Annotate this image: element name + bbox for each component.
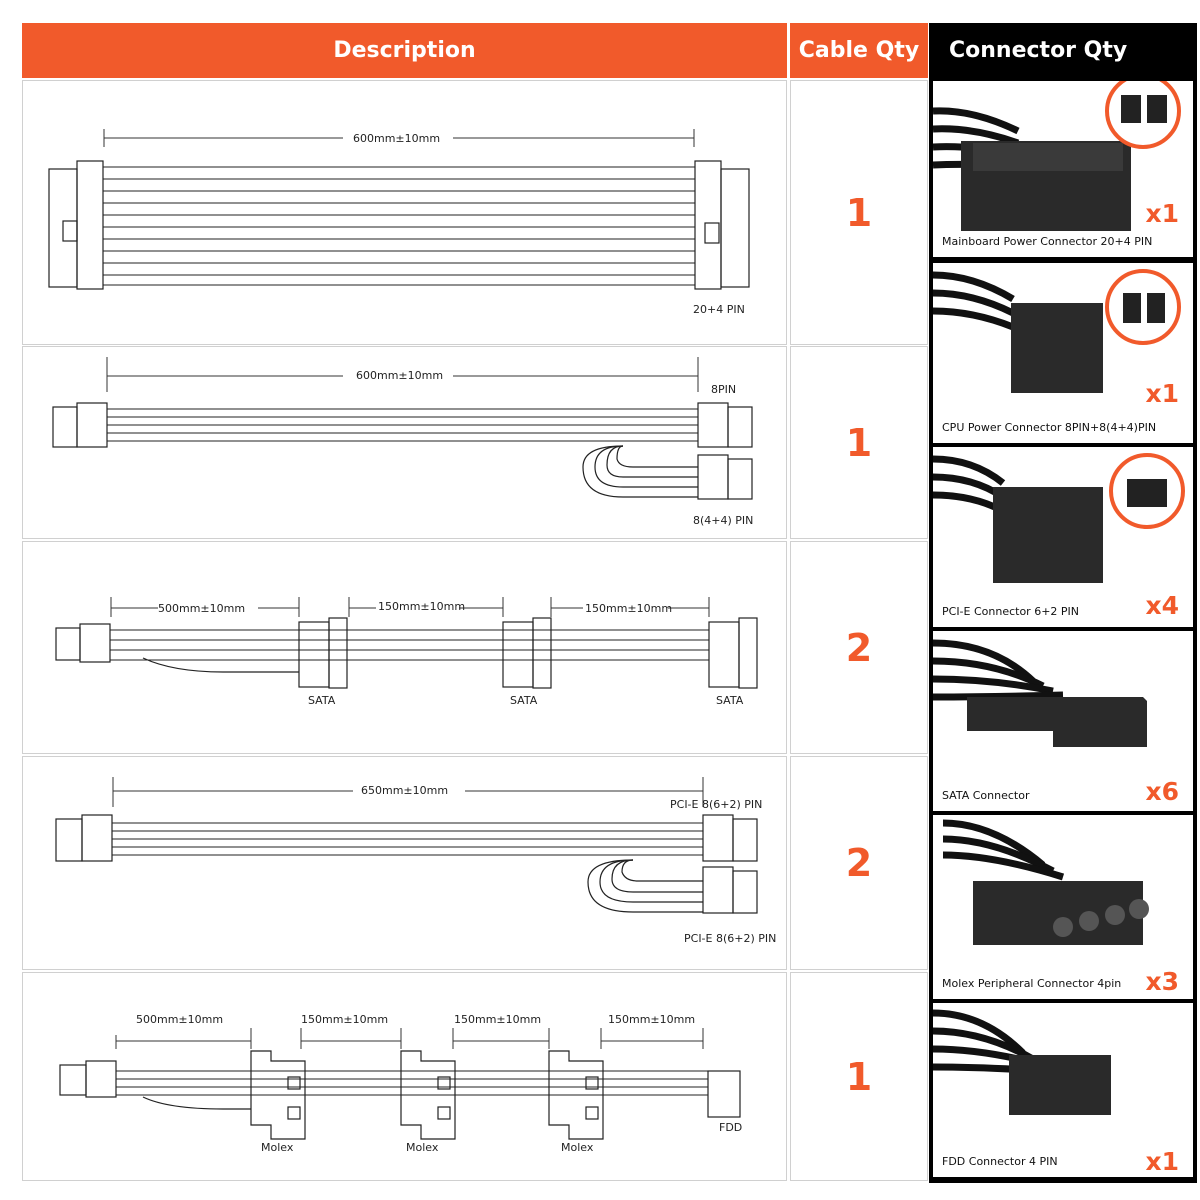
connector-name: CPU Power Connector 8PIN+8(4+4)PIN bbox=[942, 421, 1157, 434]
connector-name: Molex Peripheral Connector 4pin bbox=[942, 977, 1122, 990]
molex-cable-drawing bbox=[59, 1028, 741, 1140]
pcie-connector-icon bbox=[933, 453, 1185, 583]
header-cable-qty: Cable Qty bbox=[790, 23, 928, 78]
cable-qty-cell: 1 bbox=[790, 80, 928, 345]
dimension-label: 150mm±10mm bbox=[301, 1013, 389, 1026]
row-sata-cable: 500mm±10mm 150mm±10mm 150mm±10mm SATA SA… bbox=[22, 541, 787, 754]
connector-label: FDD bbox=[719, 1121, 743, 1134]
row-molex-cable: 500mm±10mm 150mm±10mm 150mm±10mm 150mm±1… bbox=[22, 972, 787, 1181]
pcie-cable-drawing bbox=[55, 777, 758, 914]
cable-qty-cell: 1 bbox=[790, 346, 928, 539]
fdd-connector-icon bbox=[933, 1009, 1111, 1115]
mainboard-cable-drawing bbox=[48, 129, 750, 290]
header-description: Description bbox=[22, 23, 787, 78]
cable-qty-cell: 2 bbox=[790, 756, 928, 970]
connector-label: SATA bbox=[510, 694, 538, 707]
connector-panel-molex: x3 Molex Peripheral Connector 4pin bbox=[933, 815, 1193, 999]
header-connector-qty: Connector Qty bbox=[949, 38, 1128, 63]
dimension-label: 600mm±10mm bbox=[356, 369, 444, 382]
connector-name: FDD Connector 4 PIN bbox=[942, 1155, 1058, 1168]
connector-name: PCI-E Connector 6+2 PIN bbox=[942, 605, 1080, 618]
connector-qty: x1 bbox=[1145, 199, 1179, 228]
dimension-label: 150mm±10mm bbox=[608, 1013, 696, 1026]
connector-panel-fdd: x1 FDD Connector 4 PIN bbox=[933, 1003, 1193, 1177]
connector-column: Connector Qty x1 Mainboard Power Connect… bbox=[929, 23, 1197, 1183]
connector-label: 8PIN bbox=[711, 383, 737, 396]
sata-cable-drawing bbox=[55, 597, 758, 689]
dimension-label: 500mm±10mm bbox=[158, 602, 246, 615]
molex-connector-icon bbox=[942, 819, 1149, 945]
dimension-label: 500mm±10mm bbox=[136, 1013, 224, 1026]
connector-panel-cpu: x1 CPU Power Connector 8PIN+8(4+4)PIN bbox=[933, 263, 1193, 443]
mainboard-connector-icon bbox=[933, 81, 1181, 231]
connector-label: Molex bbox=[561, 1141, 594, 1154]
dimension-label: 600mm±10mm bbox=[353, 132, 441, 145]
dimension-label: 150mm±10mm bbox=[454, 1013, 542, 1026]
connector-panel-pcie: x4 PCI-E Connector 6+2 PIN bbox=[933, 447, 1193, 627]
dimension-label: 650mm±10mm bbox=[361, 784, 449, 797]
connector-label: SATA bbox=[716, 694, 744, 707]
cpu-connector-icon bbox=[933, 269, 1181, 393]
row-mainboard-cable: 600mm±10mm 20+4 PIN bbox=[22, 80, 787, 345]
cpu-cable-drawing bbox=[52, 357, 753, 500]
dimension-label: 150mm±10mm bbox=[378, 600, 466, 613]
connector-qty: x3 bbox=[1145, 967, 1179, 996]
connector-qty: x4 bbox=[1145, 591, 1179, 620]
connector-label: Molex bbox=[406, 1141, 439, 1154]
cable-qty-cell: 2 bbox=[790, 541, 928, 754]
connector-label: 20+4 PIN bbox=[693, 303, 745, 316]
connector-label: 8(4+4) PIN bbox=[693, 514, 754, 527]
sata-connector-icon bbox=[933, 639, 1147, 747]
row-pcie-cable: 650mm±10mm PCI-E 8(6+2) PIN PCI-E 8(6+2)… bbox=[22, 756, 787, 970]
connector-label: Molex bbox=[261, 1141, 294, 1154]
connector-label: PCI-E 8(6+2) PIN bbox=[670, 798, 763, 811]
row-cpu-cable: 600mm±10mm 8PIN 8(4+4) PIN bbox=[22, 346, 787, 539]
connector-qty: x6 bbox=[1145, 777, 1179, 806]
dimension-label: 150mm±10mm bbox=[585, 602, 673, 615]
connector-name: Mainboard Power Connector 20+4 PIN bbox=[942, 235, 1153, 248]
cable-qty-cell: 1 bbox=[790, 972, 928, 1181]
connector-panel-sata: x6 SATA Connector bbox=[933, 631, 1193, 811]
connector-label: PCI-E 8(6+2) PIN bbox=[684, 932, 777, 945]
connector-panel-mainboard: x1 Mainboard Power Connector 20+4 PIN bbox=[933, 81, 1193, 257]
connector-qty: x1 bbox=[1145, 1147, 1179, 1176]
connector-label: SATA bbox=[308, 694, 336, 707]
connector-qty: x1 bbox=[1145, 379, 1179, 408]
connector-name: SATA Connector bbox=[942, 789, 1030, 802]
